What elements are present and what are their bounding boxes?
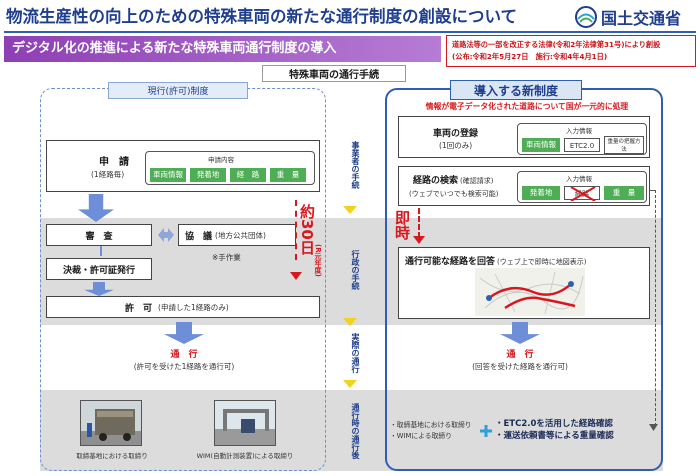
tag-weight: 重 量 [604, 186, 644, 200]
step-arrow-icon [343, 318, 357, 326]
registration-box: 車両の登録 (1回のみ) 入力情報 車両情報 ETC2.0 重量の把握方法 [398, 116, 650, 158]
permit-title: 許 可 [125, 303, 153, 314]
consult-sub: (地方公共団体) [215, 230, 266, 240]
tag-vehicle-info: 車両情報 [522, 138, 560, 152]
tag-etc20: ETC2.0 [564, 138, 600, 152]
post-passage-band [40, 390, 663, 471]
permit-sub: (申請した1経路のみ) [158, 302, 229, 312]
pass-sub-right: (回答を受けた経路を通行可) [472, 362, 568, 371]
step-arrow-icon [343, 206, 357, 214]
wim-caption: WIM(自動計測装置)による取締り [196, 452, 294, 460]
route-search-box: 経路の検索 (確認請求) (ウェブでいつでも検索可能) 入力情報 発着地 経路 … [398, 166, 650, 206]
duration-days: 約30日 [298, 204, 316, 255]
registration-input-label: 入力情報 [566, 127, 592, 135]
connector-arrow-icon [649, 424, 658, 431]
title-rule [4, 31, 696, 33]
registration-inputs: 入力情報 車両情報 ETC2.0 重量の把握方法 [517, 123, 647, 155]
central-processing-notice: 情報が電子データ化された道路について国が一元的に処理 [425, 102, 629, 111]
bidirectional-arrow-icon [158, 226, 174, 244]
org-name: 国土交通省 [601, 9, 682, 28]
subtitle-banner: デジタル化の推進による新たな特殊車両通行制度の導入 [4, 36, 441, 62]
decision-box: 決裁・許可証発行 [46, 258, 152, 280]
wim-photo [214, 400, 276, 446]
tag-vehicle-info: 車両情報 [150, 168, 186, 182]
route-search-title: 経路の検索 [413, 176, 459, 186]
step-administration: 行政の手続 [351, 250, 360, 290]
new-enforcement-item: ・ETC2.0を活用した経路確認 [495, 419, 613, 429]
mlit-logo-icon [575, 6, 597, 28]
instant-label: 即時 [393, 210, 411, 240]
connector-line [100, 246, 102, 256]
application-sub: (1経路毎) [91, 170, 125, 179]
tag-route: 経 路 [230, 168, 266, 182]
answer-title: 通行可能な経路を回答 [405, 257, 496, 267]
tag-origin-dest: 発着地 [522, 186, 560, 200]
law-notice: 道路法等の一部を改正する法律(令和2年法律第31号)により創設 (公布:令和2年… [446, 35, 696, 67]
enforcement-base-caption: 取締基地における取締り [76, 452, 148, 460]
tag-route-crossed: 経路 [564, 186, 600, 201]
step-arrow-icon [343, 380, 357, 388]
application-contents-label: 申請内容 [208, 156, 234, 164]
application-box: 申 請 (1経路毎) 申請内容 車両情報 発着地 経 路 重 量 [46, 140, 320, 192]
instant-arrow-icon [413, 236, 425, 244]
review-box: 審 査 [46, 224, 152, 246]
tag-weight-method: 重量の把握方法 [604, 136, 644, 154]
new-enforcement-list: ・ETC2.0を活用した経路確認 ・運送依頼書等による重量確認 [495, 418, 647, 442]
mlit-logo: 国土交通省 [575, 4, 697, 30]
enforcement-list: ・取締基地における取締り ・WIMによる取締り [390, 420, 480, 442]
route-search-suffix: (確認請求) [460, 177, 494, 185]
enforcement-base-photo [80, 400, 142, 446]
registration-sub: (1回のみ) [439, 141, 473, 150]
manual-note: ※手作業 [212, 253, 241, 262]
permit-box: 許 可 (申請した1経路のみ) [46, 296, 320, 318]
new-enforcement-item: ・運送依頼書等による重量確認 [495, 431, 614, 441]
law-line-1: 道路法等の一部を改正する法律(令和2年法律第31号)により創設 [452, 40, 661, 49]
pass-title-left: 通 行 [170, 350, 198, 360]
current-system-heading: 現行(許可)制度 [108, 82, 248, 99]
answer-box: 通行可能な経路を回答 (ウェブ上で即時に地図表示) [398, 247, 650, 319]
tag-weight: 重 量 [270, 168, 306, 182]
new-system-heading: 導入する新制度 [450, 80, 582, 100]
instant-dashed-line [418, 208, 420, 238]
route-search-sub: (ウェブでいつでも検索可能) [409, 190, 499, 198]
duration-dashed-line [295, 200, 297, 260]
pass-title-right: 通 行 [506, 350, 534, 360]
answer-heading: 通行可能な経路を回答 (ウェブ上で即時に地図表示) [405, 254, 586, 267]
plus-icon [480, 422, 492, 437]
duration-arrow-icon [290, 272, 302, 280]
pass-sub-left: (許可を受けた1経路を通行可) [133, 362, 235, 371]
route-map-image [475, 268, 585, 316]
enforcement-item: ・WIMによる取締り [390, 432, 452, 440]
application-title: 申 請 [99, 157, 129, 168]
application-contents: 申請内容 車両情報 発着地 経 路 重 量 [145, 151, 315, 185]
registration-title: 車両の登録 [433, 129, 479, 139]
route-search-input-label: 入力情報 [566, 175, 592, 183]
step-operator: 事業者の手続 [351, 141, 360, 189]
cross-out-icon [570, 187, 596, 201]
enforcement-item: ・取締基地における取締り [390, 421, 472, 429]
answer-sub: (ウェブ上で即時に地図表示) [497, 258, 587, 266]
flow-dashed-connector [650, 190, 656, 426]
step-after-passage: 通行時の通行後 [351, 403, 360, 459]
step-actual-passage: 実際の通行 [351, 332, 360, 373]
tag-origin-dest: 発着地 [190, 168, 226, 182]
law-line-2: (公布:令和2年5月27日 施行:令和4年4月1日) [452, 52, 608, 61]
consult-box: 協 議 (地方公共団体) [178, 224, 296, 246]
flow-title: 特殊車両の通行手続 [262, 65, 406, 82]
consult-title: 協 議 [185, 231, 213, 242]
route-search-heading: 経路の検索 (確認請求) [413, 173, 493, 186]
duration-note: (R元年度) [314, 244, 322, 277]
route-search-inputs: 入力情報 発着地 経路 重 量 [517, 171, 647, 203]
page-title: 物流生産性の向上のための特殊車両の新たな通行制度の創設について [6, 7, 518, 26]
